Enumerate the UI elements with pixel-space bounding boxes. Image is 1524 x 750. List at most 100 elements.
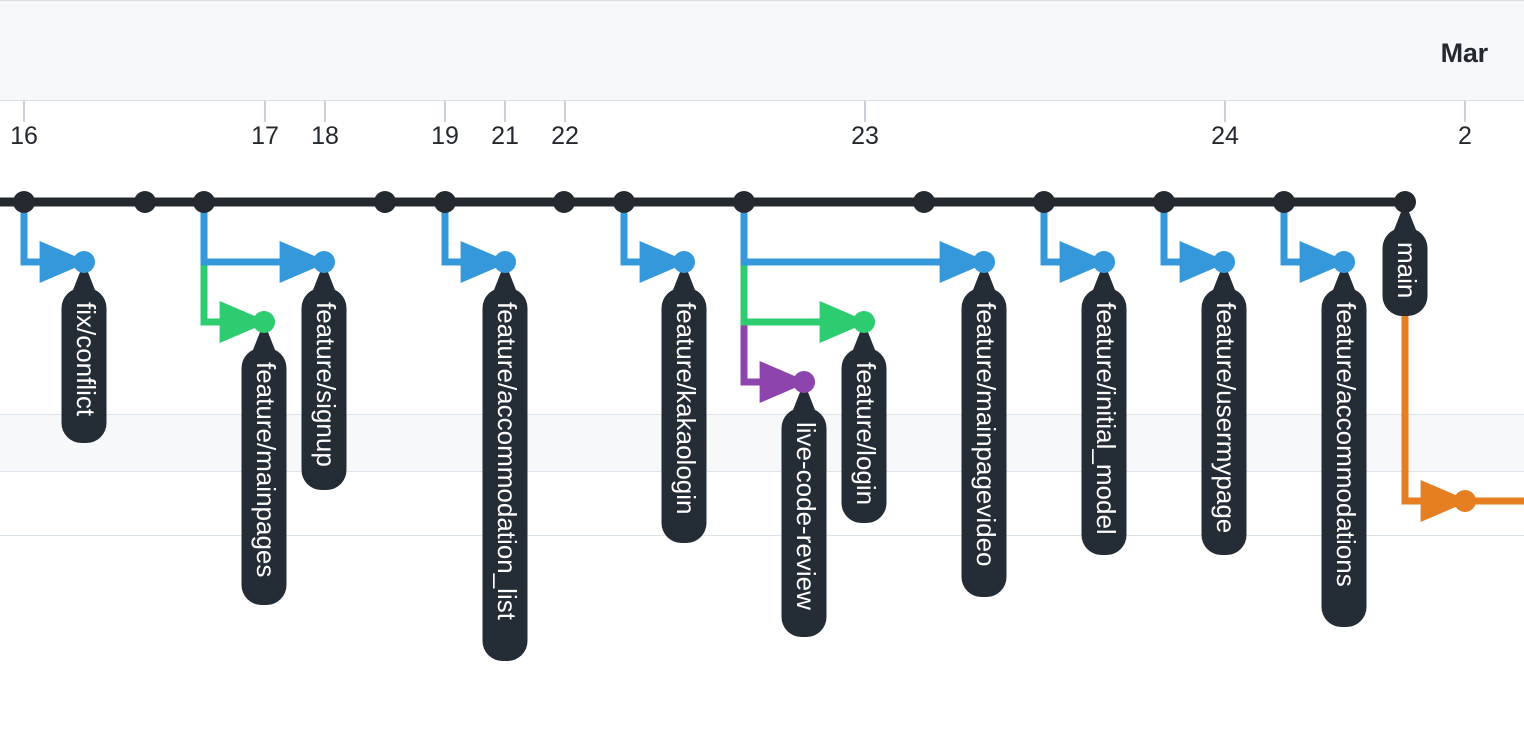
branch-edge bbox=[620, 202, 689, 283]
trunk-commit-node[interactable] bbox=[1394, 191, 1416, 213]
branch-label-pill[interactable]: feature/accommodation_list bbox=[482, 262, 528, 661]
pill-tail bbox=[492, 262, 518, 295]
pill-tail bbox=[71, 262, 97, 295]
trunk-commit-node[interactable] bbox=[913, 191, 935, 213]
axis-day-label: 23 bbox=[851, 122, 879, 150]
pill-body bbox=[61, 288, 107, 443]
pill-body bbox=[482, 288, 528, 661]
branch-head-node[interactable] bbox=[494, 251, 516, 273]
trunk-commit-node[interactable] bbox=[13, 191, 35, 213]
row-separator-line bbox=[0, 471, 1524, 472]
branch-head-node[interactable] bbox=[253, 311, 275, 333]
branch-label-pill[interactable]: feature/usermypage bbox=[1201, 262, 1247, 555]
trunk-commit-node[interactable] bbox=[1033, 191, 1055, 213]
trunk-commit-node[interactable] bbox=[613, 191, 635, 213]
branch-edge bbox=[441, 202, 510, 283]
branch-label-pill[interactable]: feature/initial_model bbox=[1081, 262, 1127, 555]
branch-edge bbox=[740, 202, 809, 403]
pill-label: feature/login bbox=[851, 362, 881, 505]
branch-head-node[interactable] bbox=[73, 251, 95, 273]
branch-label-pill[interactable]: fix/conflict bbox=[61, 262, 107, 443]
axis-tick bbox=[264, 101, 266, 122]
branch-edge bbox=[740, 202, 989, 283]
trunk-commit-node[interactable] bbox=[134, 191, 156, 213]
axis-day-label: 19 bbox=[431, 122, 459, 150]
branch-label-pill[interactable]: main bbox=[1382, 202, 1428, 316]
axis-day-label: 17 bbox=[251, 122, 279, 150]
branch-edge bbox=[1040, 202, 1109, 283]
branch-label-pills: fix/conflict feature/mainpages feature/sig… bbox=[61, 202, 1428, 661]
branch-label-pill[interactable]: live-code-review bbox=[781, 382, 827, 637]
trunk-commit-node[interactable] bbox=[1273, 191, 1295, 213]
pill-body bbox=[1081, 288, 1127, 555]
pill-label: feature/initial_model bbox=[1091, 302, 1121, 535]
axis-day-label: 18 bbox=[311, 122, 339, 150]
branch-edge bbox=[20, 202, 89, 283]
trunk-commit-node[interactable] bbox=[553, 191, 575, 213]
branch-label-pill[interactable]: feature/mainpages bbox=[241, 322, 287, 605]
axis-tick bbox=[564, 101, 566, 122]
month-label: Mar bbox=[1440, 38, 1489, 68]
pill-body bbox=[781, 408, 827, 637]
axis-day-label: 2 bbox=[1458, 122, 1472, 150]
branch-head-node[interactable] bbox=[1213, 251, 1235, 273]
branch-head-node[interactable] bbox=[673, 251, 695, 273]
branch-head-node[interactable] bbox=[853, 311, 875, 333]
branch-edge bbox=[1280, 202, 1349, 283]
branch-label-pill[interactable]: feature/kakaologin bbox=[661, 262, 707, 543]
branch-head-node[interactable] bbox=[1333, 251, 1355, 273]
pill-label: feature/kakaologin bbox=[671, 302, 701, 514]
pill-tail bbox=[671, 262, 697, 295]
axis-tick bbox=[23, 101, 25, 122]
row-separator-line bbox=[0, 414, 1524, 415]
pill-label: live-code-review bbox=[791, 422, 821, 610]
month-header-band bbox=[0, 0, 1524, 101]
trunk-commit-node[interactable] bbox=[434, 191, 456, 213]
pill-body bbox=[301, 288, 347, 490]
axis-day-label: 16 bbox=[10, 122, 38, 150]
pill-label: feature/usermypage bbox=[1211, 302, 1241, 533]
axis-tick bbox=[1464, 101, 1466, 122]
trunk-commit-node[interactable] bbox=[1153, 191, 1175, 213]
pill-label: feature/mainpagevideo bbox=[971, 302, 1001, 567]
pill-label: fix/conflict bbox=[71, 302, 101, 417]
pill-tail bbox=[1392, 202, 1418, 235]
branch-head-node[interactable] bbox=[793, 371, 815, 393]
pill-body bbox=[841, 348, 887, 523]
branch-label-pill[interactable]: feature/mainpagevideo bbox=[961, 262, 1007, 597]
pill-tail bbox=[1331, 262, 1357, 295]
pill-tail bbox=[971, 262, 997, 295]
pill-body bbox=[241, 348, 287, 605]
pill-label: feature/accommodation_list bbox=[492, 302, 522, 621]
pill-tail bbox=[1211, 262, 1237, 295]
axis-day-label: 21 bbox=[491, 122, 519, 150]
pill-label: feature/accommodations bbox=[1331, 302, 1361, 587]
pill-label: feature/mainpages bbox=[251, 362, 281, 577]
axis-day-label: 24 bbox=[1211, 122, 1239, 150]
axis-tick bbox=[324, 101, 326, 122]
branch-head-node[interactable] bbox=[313, 251, 335, 273]
pill-label: main bbox=[1392, 242, 1422, 298]
pill-label: feature/signup bbox=[311, 302, 341, 467]
pill-body bbox=[961, 288, 1007, 597]
branch-head-node[interactable] bbox=[1093, 251, 1115, 273]
branch-head-node[interactable] bbox=[973, 251, 995, 273]
pill-body bbox=[661, 288, 707, 543]
trunk-commit-node[interactable] bbox=[193, 191, 215, 213]
branch-label-pill[interactable]: feature/signup bbox=[301, 262, 347, 490]
axis-tick bbox=[1224, 101, 1226, 122]
branch-label-pill[interactable]: feature/accommodations bbox=[1321, 262, 1367, 627]
trunk-commit-node[interactable] bbox=[374, 191, 396, 213]
branch-label-pill[interactable]: feature/login bbox=[841, 322, 887, 523]
head-commit-node[interactable] bbox=[1454, 490, 1476, 512]
axis-tick bbox=[504, 101, 506, 122]
pill-tail bbox=[251, 322, 277, 355]
row-separator-line bbox=[0, 535, 1524, 536]
axis-tick bbox=[864, 101, 866, 122]
pill-body bbox=[1382, 228, 1428, 316]
branch-edge bbox=[200, 202, 329, 283]
trunk-commit-node[interactable] bbox=[733, 191, 755, 213]
pill-tail bbox=[1091, 262, 1117, 295]
pill-tail bbox=[311, 262, 337, 295]
